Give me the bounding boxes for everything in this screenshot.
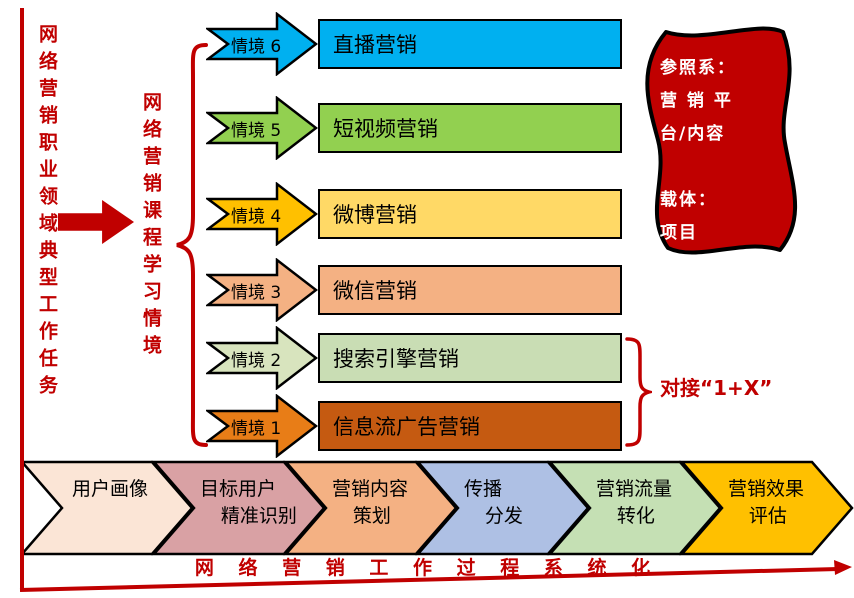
situation-row-5: 情境 5 短视频营销 xyxy=(206,96,628,160)
situation-box-label: 搜索引擎营销 xyxy=(333,347,459,371)
situation-box-label: 微博营销 xyxy=(333,203,417,227)
process-step-label: 营销流量 转化 xyxy=(596,478,673,527)
process-step-label: 用户画像 xyxy=(72,478,149,500)
brace-left-icon xyxy=(176,43,208,447)
situation-row-3: 情境 3 微信营销 xyxy=(206,258,628,322)
situation-box: 微博营销 xyxy=(318,189,622,239)
process-step-label: 营销效果 评估 xyxy=(728,478,805,527)
scroll-line xyxy=(660,151,778,184)
chevron-step-shape xyxy=(151,460,326,556)
reference-note: 参照系： 营 销 平 台/内容 载体： 项目 xyxy=(660,52,778,250)
situation-label: 情境 3 xyxy=(231,282,282,303)
situation-arrow-icon xyxy=(206,96,318,160)
situation-box-label: 短视频营销 xyxy=(333,117,438,141)
situation-arrow-icon xyxy=(206,326,318,390)
situation-box: 直播营销 xyxy=(318,19,622,69)
situation-label: 情境 4 xyxy=(231,206,282,227)
chevron-step-shape xyxy=(283,460,458,556)
scroll-shape-icon xyxy=(645,26,798,255)
process-step-label: 目标用户 精准识别 xyxy=(200,478,297,527)
process-chevron-band xyxy=(20,460,854,556)
chevron-step-shape xyxy=(415,460,590,556)
situation-label: 情境 6 xyxy=(231,36,282,57)
situation-row-4: 情境 4 微博营销 xyxy=(206,182,628,246)
situation-row-2: 情境 2 搜索引擎营销 xyxy=(206,326,628,390)
situation-arrow-icon xyxy=(206,182,318,246)
situation-box: 微信营销 xyxy=(318,265,622,315)
chevron-step-shape xyxy=(679,460,854,556)
situation-row-1: 情境 1 信息流广告营销 xyxy=(206,394,628,458)
scroll-line: 项目 xyxy=(660,223,698,243)
flow-right-arrow-icon xyxy=(58,200,134,244)
chevron-step-shape xyxy=(20,460,194,556)
situation-arrow-icon xyxy=(206,394,318,458)
situation-box-label: 信息流广告营销 xyxy=(333,415,480,439)
bracket-note-label: 对接“1+X” xyxy=(660,376,773,400)
situation-box: 信息流广告营销 xyxy=(318,401,622,451)
situation-arrow-icon xyxy=(206,12,318,76)
brace-right-icon xyxy=(625,337,652,447)
process-step-label: 传播 分发 xyxy=(464,478,523,527)
situation-label: 情境 5 xyxy=(231,120,282,141)
chevron-step-shape xyxy=(547,460,722,556)
process-step-label: 营销内容 策划 xyxy=(332,478,409,527)
situation-row-6: 情境 6 直播营销 xyxy=(206,12,628,76)
situation-arrow-icon xyxy=(206,258,318,322)
situation-label: 情境 1 xyxy=(231,418,282,439)
scroll-line: 营 销 平 xyxy=(660,91,733,111)
bottom-axis-title: 网 络 营 销 工 作 过 程 系 统 化 xyxy=(194,557,660,579)
left-axis-title: 网络营销职业领域典型工作任务 xyxy=(36,24,58,402)
scroll-line: 载体： xyxy=(660,190,717,210)
situation-box-label: 直播营销 xyxy=(333,33,417,57)
situation-label: 情境 2 xyxy=(231,350,282,371)
situation-box-label: 微信营销 xyxy=(333,279,417,303)
scroll-line: 台/内容 xyxy=(660,124,726,144)
scroll-line: 参照系： xyxy=(660,58,736,78)
situation-box: 短视频营销 xyxy=(318,103,622,153)
situations-title: 网络营销课程学习情境 xyxy=(140,92,162,362)
situation-box: 搜索引擎营销 xyxy=(318,333,622,383)
